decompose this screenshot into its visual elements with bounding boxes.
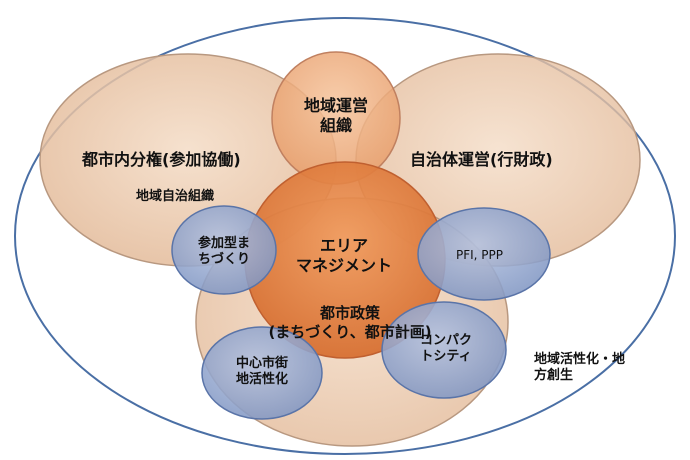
downtown-revitalization-label: 中心市街 地活性化 <box>224 356 300 389</box>
region-revitalization-line1: 地域活性化・地 <box>534 352 626 367</box>
urban-policy-line1: 都市政策 <box>319 304 380 322</box>
downtown-revitalization-line1: 中心市街 <box>235 356 288 371</box>
compact-city-line2: トシティ <box>420 349 472 365</box>
participatory-town-dev-line2: ちづくり <box>197 252 250 268</box>
downtown-revitalization-ellipse <box>201 326 323 420</box>
compact-city-label: コンパク トシティ <box>410 333 482 366</box>
area-management-line1: エリア <box>319 236 368 255</box>
region-revitalization-line2: 方創生 <box>534 368 574 384</box>
urban-policy-line2: (まちづくり、都市計画) <box>268 322 432 341</box>
area-management-label: エリア マネジメント <box>288 236 400 276</box>
local-autonomy-org-label: 地域自治組織 <box>136 189 215 204</box>
area-management-line2: マネジメント <box>295 256 392 275</box>
regional-management-org-line2: 組織 <box>319 116 352 135</box>
outer-region-ellipse <box>14 17 676 455</box>
participatory-town-dev-label: 参加型ま ちづくり <box>190 236 258 269</box>
downtown-revitalization-line2: 地活性化 <box>235 372 288 388</box>
local-gov-management-label: 自治体運営(行財政) <box>410 150 553 169</box>
region-revitalization-label: 地域活性化・地 方創生 <box>534 352 625 385</box>
pfi-ppp-label: PFI, PPP <box>456 248 504 262</box>
participatory-town-dev-line1: 参加型ま <box>197 236 250 251</box>
pfi-ppp-ellipse <box>417 207 551 301</box>
urban-policy-label: 都市政策 (まちづくり、都市計画) <box>250 304 450 342</box>
urban-decentralization-label: 都市内分権(参加協働) <box>82 150 241 169</box>
compact-city-line1: コンパク <box>419 333 472 348</box>
participatory-town-dev-ellipse <box>171 205 277 295</box>
compact-city-ellipse <box>381 301 507 399</box>
regional-management-org-label: 地域運営 組織 <box>288 96 384 136</box>
regional-management-org-line1: 地域運営 <box>303 96 368 115</box>
